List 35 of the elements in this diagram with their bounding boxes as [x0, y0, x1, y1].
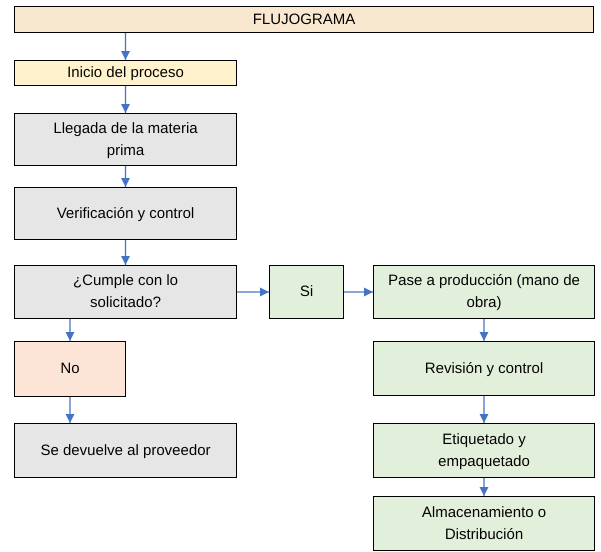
arrow [344, 288, 373, 296]
node-label: FLUJOGRAMA [252, 10, 356, 30]
process-box [373, 265, 595, 319]
arrow [480, 319, 488, 341]
arrow [66, 397, 74, 423]
arrow [480, 396, 488, 423]
node-label: Inicio del proceso [67, 63, 184, 84]
node-label: Revisión y control [424, 358, 544, 379]
arrow [121, 33, 130, 60]
arrow [66, 319, 74, 341]
node-label: Se devuelve al proveedor [40, 440, 211, 461]
node-label: Etiquetado y empaquetado [437, 430, 531, 472]
arrow [121, 166, 130, 187]
process-box [269, 265, 344, 319]
node-label: Verificación y control [56, 204, 194, 224]
arrow [121, 240, 130, 265]
process-box [14, 341, 126, 397]
node-label: ¿Cumple con lo solicitado? [72, 271, 180, 313]
process-box [14, 265, 237, 319]
node-label: Si [300, 282, 314, 302]
node-label: No [60, 359, 80, 380]
process-box [373, 423, 595, 478]
arrow [237, 288, 269, 296]
process-box [14, 187, 237, 240]
node-label: Pase a producción (mano de obra) [387, 271, 581, 313]
node-label: Almacenamiento o Distribución [420, 502, 548, 544]
node-label: Llegada de la materia prima [52, 118, 199, 160]
process-box [373, 496, 595, 551]
arrow [121, 86, 130, 113]
header-box [14, 6, 594, 33]
process-box [14, 113, 237, 166]
arrow [480, 478, 488, 496]
process-box [14, 60, 237, 86]
process-box [373, 341, 595, 396]
process-box [14, 423, 237, 478]
